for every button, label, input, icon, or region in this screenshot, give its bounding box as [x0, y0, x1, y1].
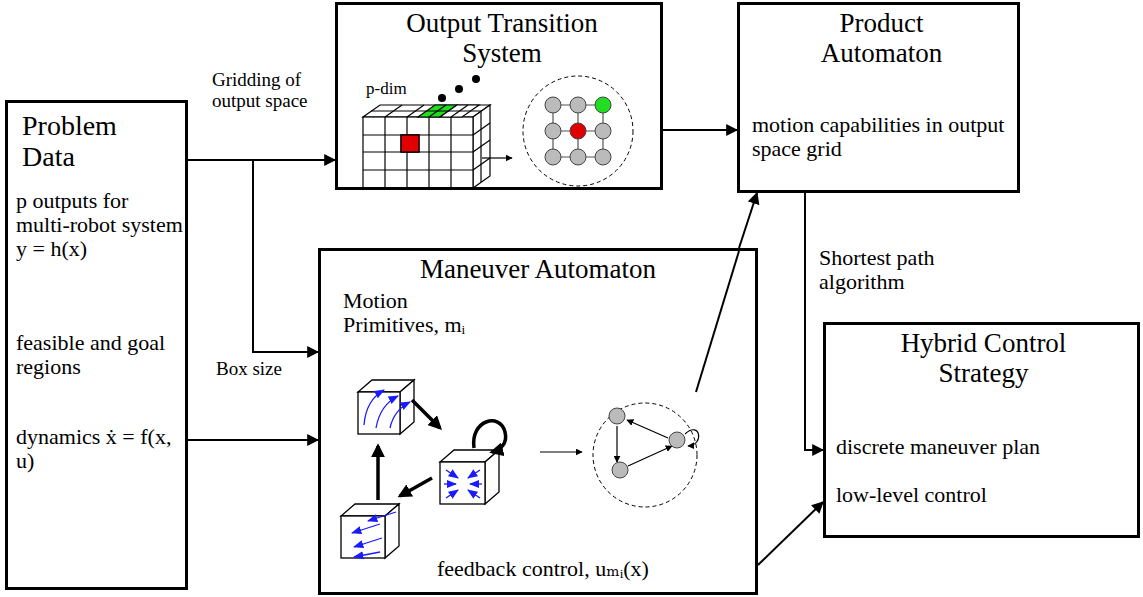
maneuver-graph	[593, 403, 699, 507]
data-box: Problem Data p outputs for multi-robot sy…	[5, 100, 188, 590]
grid-cube	[363, 105, 490, 188]
node-title: Output Transition System	[388, 9, 616, 68]
node-text: feasible and goal regions	[16, 331, 184, 379]
edge-label: Shortest path algorithm	[817, 246, 1011, 294]
dimension-dots	[438, 75, 480, 102]
node-text: low-level control	[836, 483, 1136, 507]
connector-arrow	[663, 129, 737, 131]
node-title: Hybrid Control Strategy	[866, 329, 1101, 388]
node-text: p outputs for multi-robot system y = h(x…	[16, 189, 184, 262]
node-title: Problem Data	[22, 111, 152, 173]
node-text: dynamics ẋ = f(x, u)	[16, 425, 184, 473]
connector-arrow	[758, 502, 823, 565]
vector-field	[352, 390, 482, 557]
node-text: feedback control, uₘᵢ(x)	[437, 557, 753, 581]
node-text: Motion Primitives, mᵢ	[343, 289, 493, 337]
leader-line	[696, 251, 739, 392]
primitive-cubes	[341, 380, 499, 558]
transition-arrows	[378, 400, 506, 500]
connector-arrow	[739, 193, 757, 248]
process-box: Hybrid Control Strategy discrete maneuver…	[823, 322, 1140, 538]
connector-arrow	[805, 193, 823, 450]
node-text: motion capabilities in output space grid	[752, 113, 1014, 161]
connector-arrow	[188, 160, 318, 352]
grid-graph	[523, 76, 633, 186]
edge-label: Gridding of output space	[210, 70, 322, 112]
map-arrow	[540, 451, 582, 452]
edge-label: Box size	[214, 359, 318, 380]
node-title: Product Automaton	[780, 9, 983, 68]
connector-arrow	[188, 439, 318, 441]
axis-label: p-dim	[366, 80, 407, 99]
map-arrow	[482, 157, 512, 158]
node-text: discrete maneuver plan	[836, 435, 1136, 459]
process-box: Product Automaton motion capabilities in …	[737, 2, 1020, 193]
node-title: Maneuver Automaton	[321, 255, 755, 285]
process-box: Maneuver AutomatonMotion Primitives, mᵢ f…	[318, 248, 758, 595]
